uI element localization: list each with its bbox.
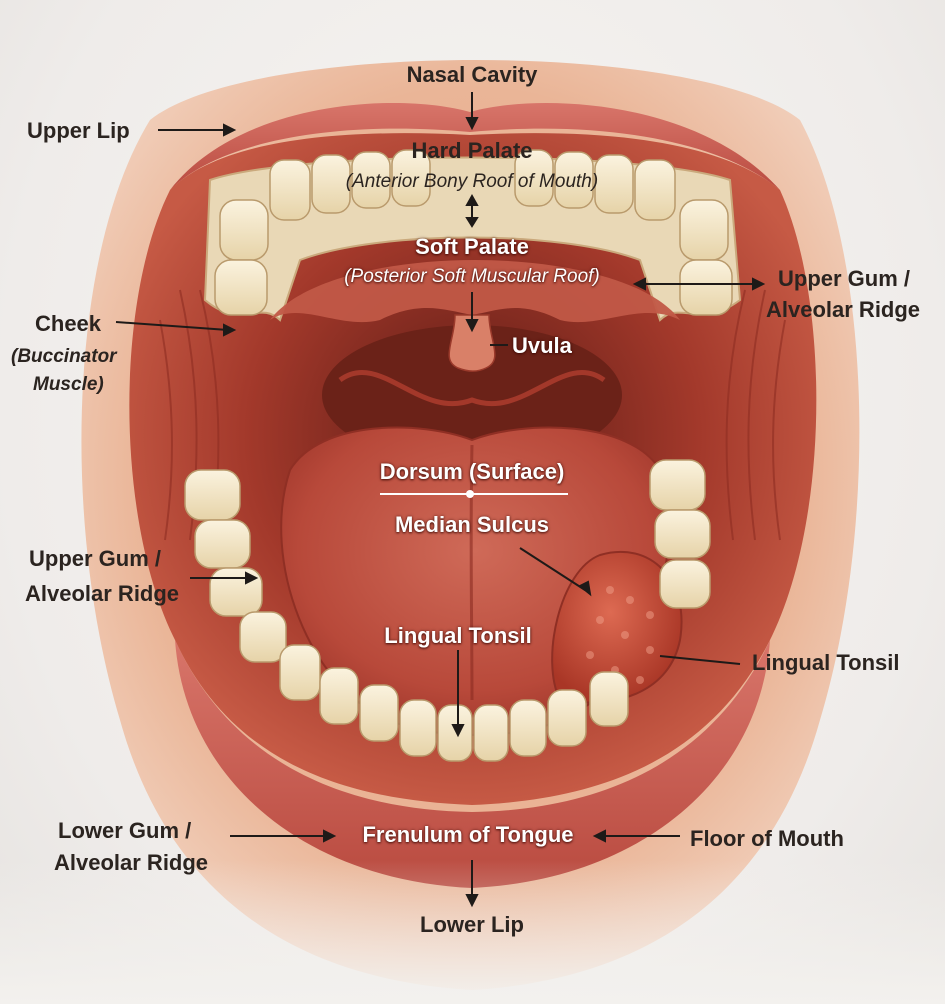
label-uvula: Uvula [512, 333, 572, 358]
lower-lip-shape [175, 640, 770, 888]
label-upper-gum-right-2: Alveolar Ridge [766, 297, 921, 322]
label-hard-palate: Hard Palate [411, 138, 533, 163]
label-lingual-tonsil-right: Lingual Tonsil [752, 650, 900, 675]
label-lower-gum-2: Alveolar Ridge [54, 850, 209, 875]
label-lingual-tonsil-center: Lingual Tonsil [384, 623, 532, 648]
label-cheek: Cheek [35, 311, 102, 336]
label-lower-lip: Lower Lip [420, 912, 524, 937]
label-lower-gum-1: Lower Gum / [58, 818, 192, 843]
label-dorsum: Dorsum (Surface) [379, 459, 565, 484]
upper-lip-shape [170, 102, 780, 190]
lower-teeth [184, 459, 711, 762]
upper-teeth [214, 149, 733, 316]
label-floor-of-mouth: Floor of Mouth [690, 826, 844, 851]
label-frenulum: Frenulum of Tongue [362, 822, 574, 847]
label-upper-gum-right-1: Upper Gum / [778, 266, 911, 291]
label-median-sulcus: Median Sulcus [394, 512, 550, 537]
label-upper-gum-left-2: Alveolar Ridge [25, 581, 180, 606]
label-upper-lip: Upper Lip [27, 118, 130, 143]
label-soft-palate-sub: (Posterior Soft Muscular Roof) [344, 266, 600, 287]
leader-lines [115, 92, 766, 908]
label-hard-palate-sub: (Anterior Bony Roof of Mouth) [345, 171, 599, 192]
label-cheek-sub-1: (Buccinator [11, 346, 117, 367]
uvula-shape [448, 314, 496, 372]
label-nasal-cavity: Nasal Cavity [406, 62, 538, 87]
label-soft-palate: Soft Palate [415, 234, 529, 259]
label-cheek-sub-2: Muscle) [33, 374, 104, 395]
label-upper-gum-left-1: Upper Gum / [29, 546, 162, 571]
median-sulcus-line [469, 444, 474, 701]
soft-palate-shape [270, 260, 680, 323]
cheek-muscle-right [725, 289, 786, 541]
